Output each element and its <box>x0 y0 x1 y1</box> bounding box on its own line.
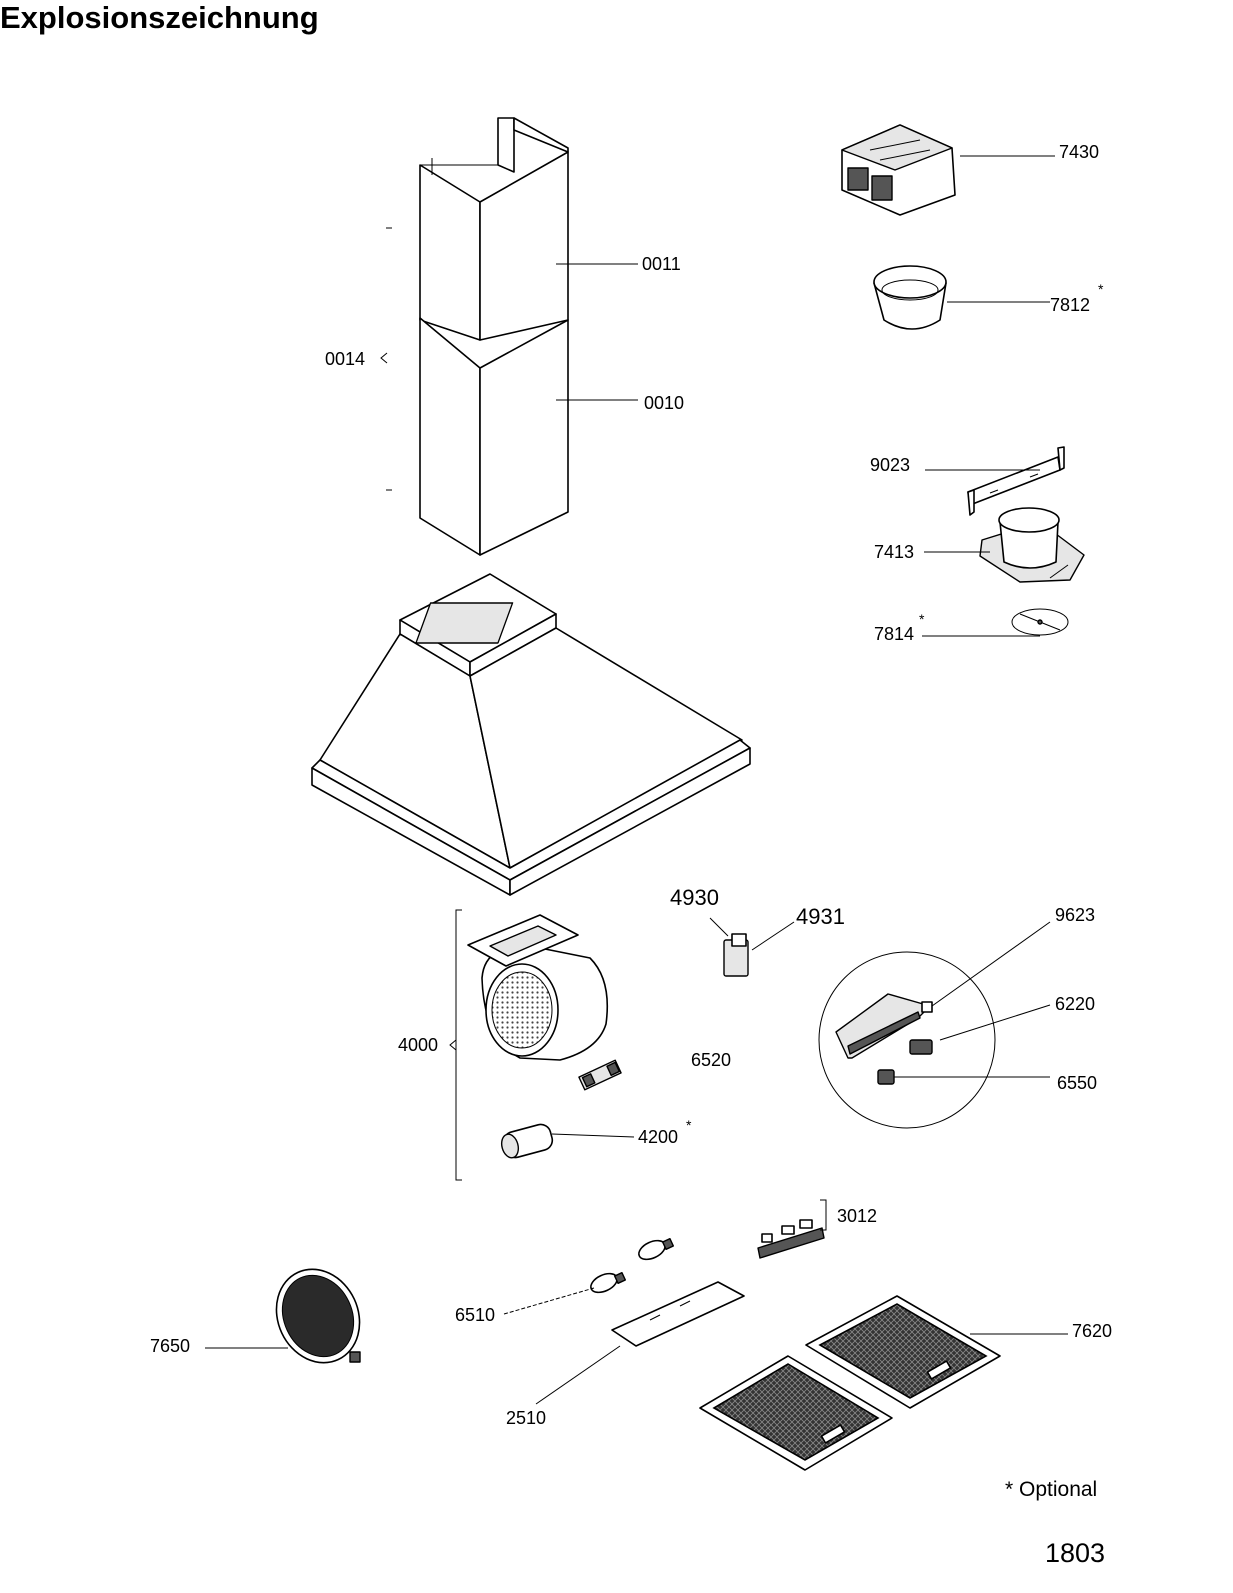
part-label-0011: 0011 <box>642 254 681 274</box>
leader-6510 <box>503 1287 595 1315</box>
detail-circle <box>818 951 996 1129</box>
page-code: 1803 <box>1045 1538 1106 1568</box>
leader-2510 <box>535 1345 621 1405</box>
bracket-3012 <box>820 1199 827 1231</box>
part-label-6550: 6550 <box>1057 1073 1097 1093</box>
part-6510-lamp-bulbs <box>590 1237 675 1294</box>
part-2510-light-cover <box>611 1281 745 1347</box>
part-label-4930: 4930 <box>670 885 719 910</box>
bracket-4000 <box>455 909 462 1181</box>
part-label-7812: 7812 <box>1050 295 1090 315</box>
part-label-7620: 7620 <box>1072 1321 1112 1341</box>
optional-marker-7814: * <box>919 611 925 627</box>
leader-4930 <box>709 917 729 937</box>
part-7812-adapter-ring <box>873 265 947 330</box>
part-9023-bracket <box>967 446 1065 516</box>
optional-marker-7812: * <box>1098 281 1104 297</box>
part-label-9023: 9023 <box>870 455 910 475</box>
chimney-lower-part <box>419 317 569 556</box>
part-label-0010: 0010 <box>644 393 684 413</box>
part-label-4931: 4931 <box>796 904 845 929</box>
part-label-7413: 7413 <box>874 542 914 562</box>
part-7650-carbon-filter <box>275 1268 361 1364</box>
part-label-7814: 7814 <box>874 624 914 644</box>
part-4930-4931-switch <box>723 933 749 977</box>
part-7413-flange <box>979 507 1085 583</box>
part-label-6510: 6510 <box>455 1305 495 1325</box>
leader-6220 <box>939 1004 1051 1041</box>
chimney-upper-part <box>419 117 569 341</box>
leader-9623 <box>931 921 1051 1007</box>
part-6550-button <box>877 1069 895 1085</box>
part-7620-grease-filter-back <box>805 1295 1001 1409</box>
part-label-3012: 3012 <box>837 1206 877 1226</box>
bracket-0014 <box>380 352 388 364</box>
part-7430-damper <box>841 124 956 216</box>
part-4200-capacitor <box>500 1123 554 1159</box>
part-label-7650: 7650 <box>150 1336 190 1356</box>
part-3012-switch-plate <box>757 1219 825 1259</box>
optional-footnote: * Optional <box>1005 1478 1098 1501</box>
part-label-2510: 2510 <box>506 1408 546 1428</box>
leader-4200 <box>551 1133 635 1138</box>
part-label-0014: 0014 <box>325 349 365 369</box>
part-4000-blower-motor <box>467 914 609 1061</box>
part-7814-valve <box>1011 608 1069 636</box>
part-9623-control-panel <box>835 993 933 1059</box>
part-label-7430: 7430 <box>1059 142 1099 162</box>
part-label-6220: 6220 <box>1055 994 1095 1014</box>
bracket-4000-notch <box>449 1039 457 1051</box>
part-6220-switch-knob <box>909 1039 933 1055</box>
part-7620-grease-filter-front <box>699 1355 893 1471</box>
optional-marker-4200: * <box>686 1117 692 1133</box>
part-6520-connector <box>578 1059 622 1091</box>
part-label-4200: 4200 <box>638 1127 678 1147</box>
leader-4931 <box>751 921 795 951</box>
part-label-6520: 6520 <box>691 1050 731 1070</box>
part-label-9623: 9623 <box>1055 905 1095 925</box>
part-label-4000: 4000 <box>398 1035 438 1055</box>
hood-body <box>311 573 751 896</box>
page-title: Explosionszeichnung <box>0 0 319 35</box>
